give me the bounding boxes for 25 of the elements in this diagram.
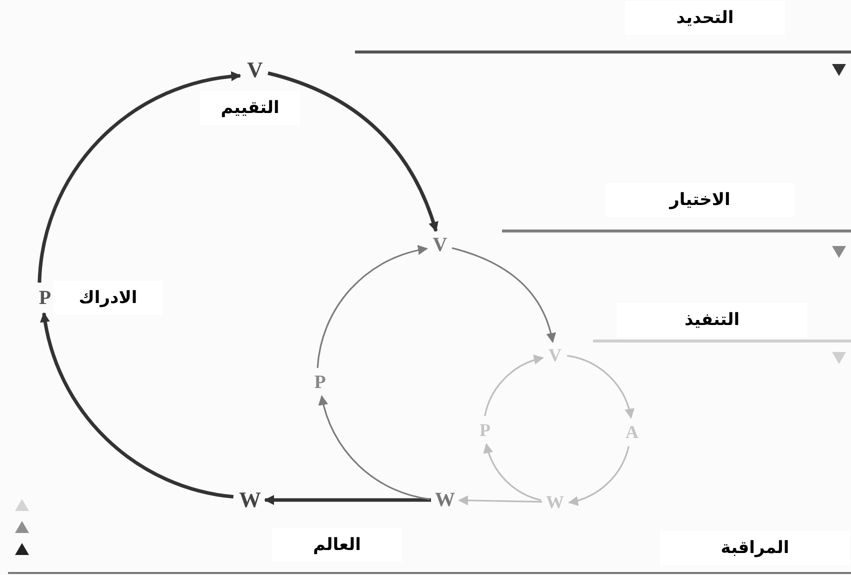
arrow <box>40 312 234 499</box>
arrow <box>458 495 542 506</box>
stage-label: العالم <box>272 528 402 562</box>
arrow <box>567 354 634 419</box>
arrow <box>264 495 431 505</box>
variable-letter: P <box>312 371 328 393</box>
variable-letter: P <box>36 286 54 310</box>
variable-letter: W <box>237 488 263 512</box>
arrow <box>484 443 542 501</box>
variable-letter: V <box>430 233 450 257</box>
stage-label: الادراك <box>53 281 163 315</box>
arrow <box>318 395 430 500</box>
arrow <box>38 72 242 283</box>
stage-label: التقييم <box>200 91 300 125</box>
stage-label: الاختيار <box>605 183 795 217</box>
stage-label: المراقبة <box>660 531 850 565</box>
arrow <box>268 71 438 232</box>
arrow <box>316 246 428 368</box>
stage-label: التنفيذ <box>617 303 807 337</box>
variable-letter: V <box>244 57 266 83</box>
stage-label: التحديد <box>625 1 785 35</box>
arrow <box>484 355 544 416</box>
arrow <box>568 446 630 506</box>
variable-letter: W <box>433 488 457 512</box>
arrow <box>452 247 556 343</box>
